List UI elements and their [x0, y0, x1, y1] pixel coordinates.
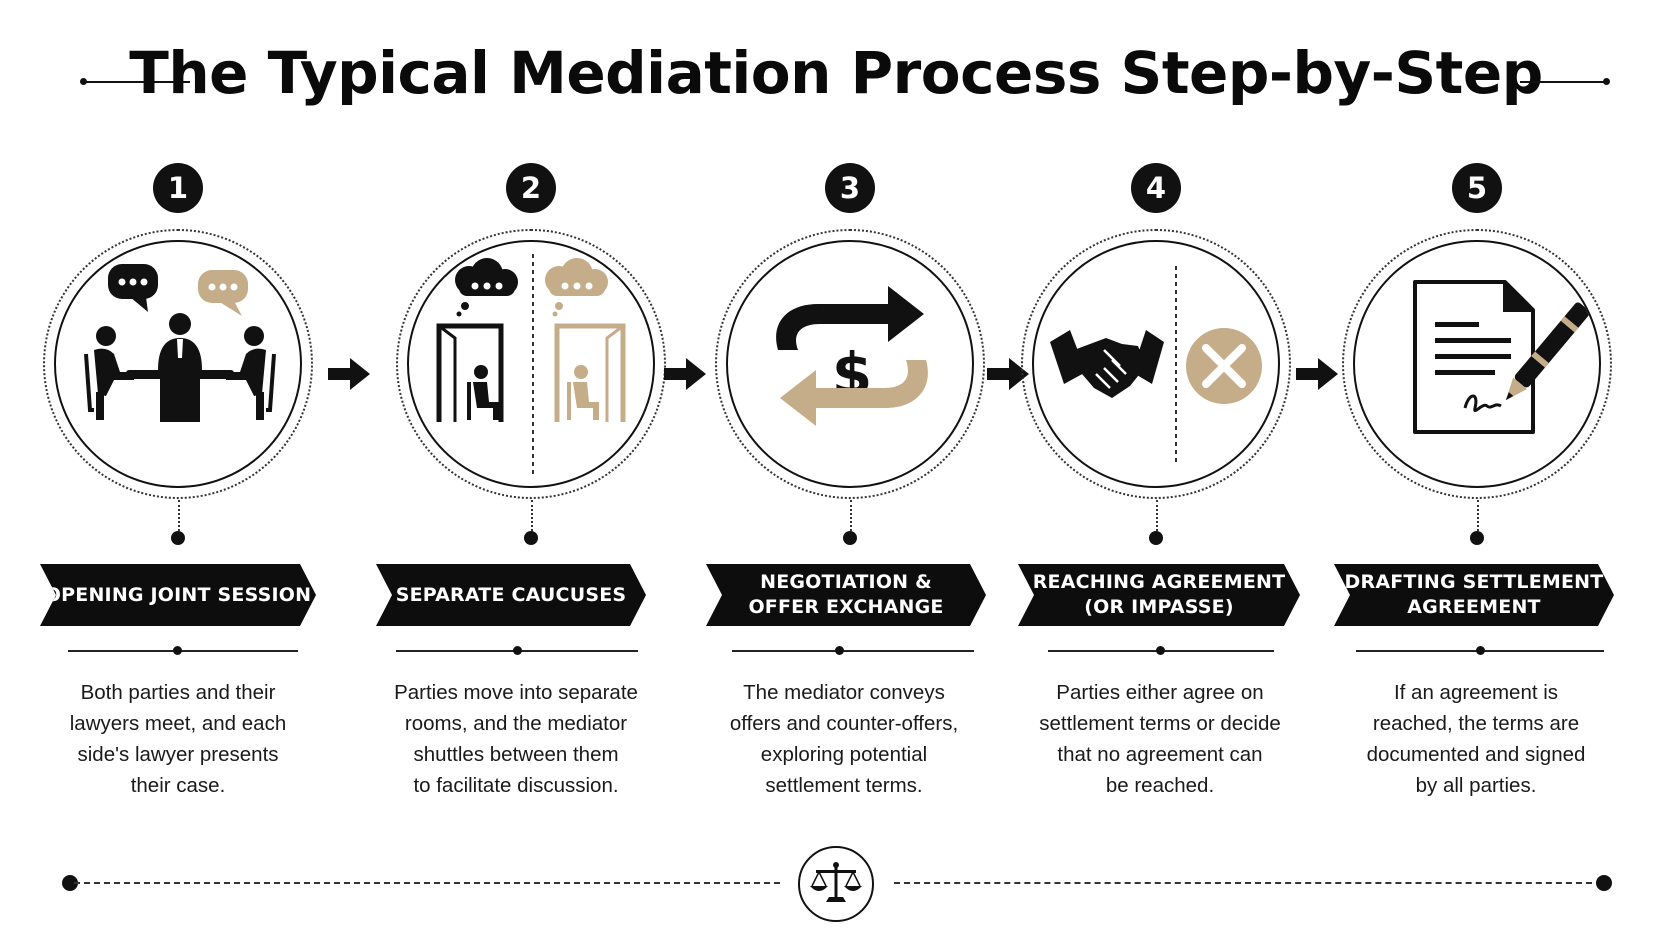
step-number-badge: 5: [1452, 163, 1502, 213]
step-separator: [732, 650, 974, 652]
title-rule-right: [1520, 81, 1606, 83]
step-1: 1: [28, 0, 328, 941]
step-connector: [850, 500, 852, 535]
step-connector: [178, 500, 180, 535]
step-connector: [1477, 500, 1479, 535]
step-separator-dot: [1156, 646, 1165, 655]
title-rule-left: [84, 81, 190, 83]
title-rule-right-dot: [1603, 78, 1610, 85]
title-rule-left-dot: [80, 78, 87, 85]
step-separator-dot: [173, 646, 182, 655]
step-connector-dot: [843, 531, 857, 545]
step-title: SEPARATE CAUCUSES: [395, 583, 627, 606]
separate-rooms-icon: [407, 240, 655, 488]
step-separator: [68, 650, 298, 652]
step-title-banner: REACHING AGREEMENT (OR IMPASSE): [1018, 564, 1300, 626]
step-number-badge: 3: [825, 163, 875, 213]
offer-exchange-icon: $: [726, 240, 974, 488]
step-5: 5 DRAFTING SETTLEMENT AGREEMENT If an ag…: [1330, 0, 1630, 941]
step-connector-dot: [1470, 531, 1484, 545]
step-connector-dot: [524, 531, 538, 545]
step-connector-dot: [171, 531, 185, 545]
step-2: 2: [368, 0, 668, 941]
step-separator-dot: [513, 646, 522, 655]
step-separator-dot: [1476, 646, 1485, 655]
step-connector: [531, 500, 533, 535]
step-number-badge: 4: [1131, 163, 1181, 213]
step-number-badge: 1: [153, 163, 203, 213]
page-title: The Typical Mediation Process Step-by-St…: [129, 39, 1543, 107]
signed-document-icon: [1353, 240, 1601, 488]
step-title: REACHING AGREEMENT (OR IMPASSE): [1032, 571, 1286, 618]
step-icon-ring: [396, 229, 666, 499]
scales-of-justice-icon: [798, 846, 874, 922]
arrow-right-icon: [1296, 358, 1338, 390]
step-icon-ring: [43, 229, 313, 499]
step-3: 3 $ NEGOTIATION & OFFER EXCHANGE The med…: [700, 0, 1000, 941]
step-title-banner: DRAFTING SETTLEMENT AGREEMENT: [1334, 564, 1614, 626]
arrow-right-icon: [664, 358, 706, 390]
step-title-banner: OPENING JOINT SESSION: [40, 564, 316, 626]
step-number-badge: 2: [506, 163, 556, 213]
step-4: 4 REACHING AGREEMENT (OR IMPASSE): [1008, 0, 1308, 941]
step-description: The mediator conveys offers and counter-…: [729, 681, 959, 797]
step-description: Both parties and their lawyers meet, and…: [69, 681, 287, 797]
step-description: Parties move into separate rooms, and th…: [394, 681, 638, 797]
footer-line-left: [74, 882, 780, 884]
arrow-right-icon: [987, 358, 1029, 390]
arrow-right-icon: [328, 358, 370, 390]
step-description: If an agreement is reached, the terms ar…: [1366, 681, 1586, 797]
footer-right-dot: [1596, 875, 1612, 891]
step-icon-ring: [1342, 229, 1612, 499]
footer-line-right: [894, 882, 1602, 884]
step-title-banner: NEGOTIATION & OFFER EXCHANGE: [706, 564, 986, 626]
step-icon-ring: [1021, 229, 1291, 499]
step-description: Parties either agree on settlement terms…: [1039, 681, 1281, 797]
step-icon-ring: [715, 229, 985, 499]
step-title: NEGOTIATION & OFFER EXCHANGE: [748, 571, 944, 618]
step-separator-dot: [835, 646, 844, 655]
step-title-banner: SEPARATE CAUCUSES: [376, 564, 646, 626]
step-connector: [1156, 500, 1158, 535]
footer-left-dot: [62, 875, 78, 891]
step-title: DRAFTING SETTLEMENT AGREEMENT: [1344, 571, 1604, 618]
handshake-or-impasse-icon: [1032, 240, 1280, 488]
step-title: OPENING JOINT SESSION: [44, 583, 312, 606]
joint-session-icon: [54, 240, 302, 488]
step-connector-dot: [1149, 531, 1163, 545]
